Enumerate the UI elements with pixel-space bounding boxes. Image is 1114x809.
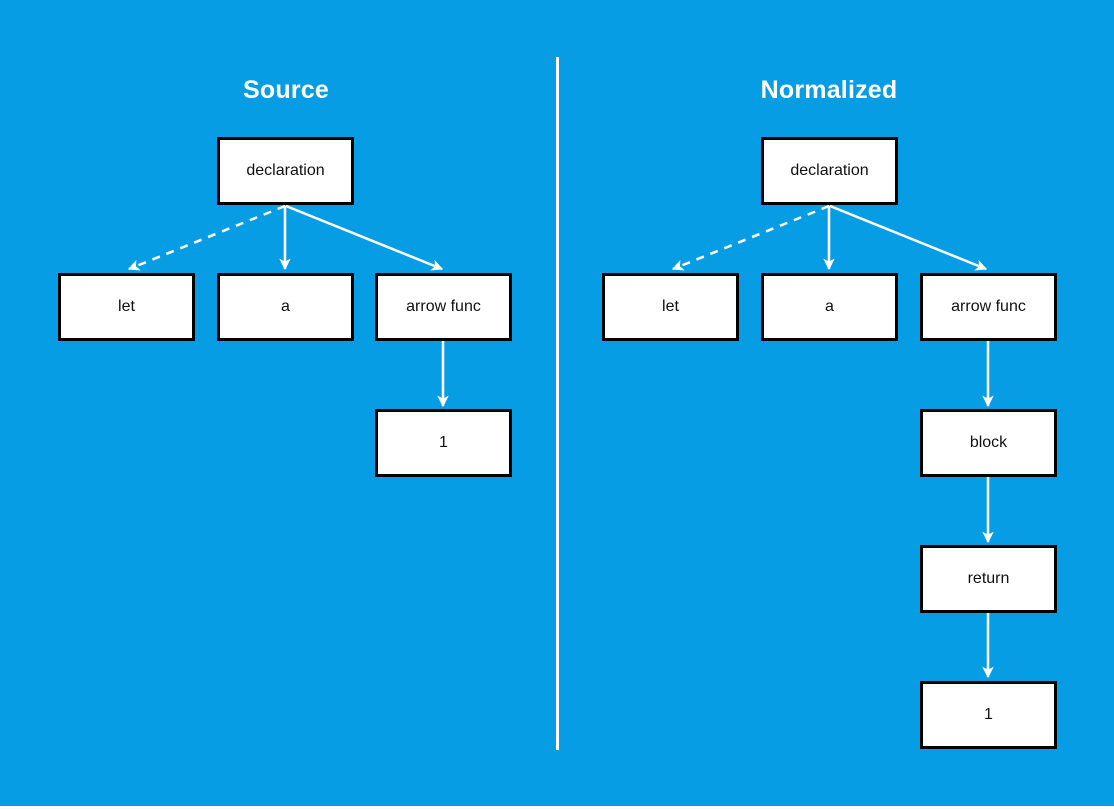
node-label: let bbox=[118, 298, 135, 315]
panel-divider bbox=[556, 57, 559, 750]
node-label: 1 bbox=[984, 706, 993, 723]
source-panel-title: Source bbox=[243, 76, 329, 104]
node-label: a bbox=[281, 298, 290, 315]
normalized-node-one: 1 bbox=[920, 681, 1057, 749]
normalized-node-return: return bbox=[920, 545, 1057, 613]
edge-source-declaration-let bbox=[127, 204, 286, 271]
source-node-arrow-func: arrow func bbox=[375, 273, 512, 341]
normalized-node-declaration: declaration bbox=[761, 137, 898, 205]
node-label: a bbox=[825, 298, 834, 315]
node-label: declaration bbox=[790, 162, 869, 179]
normalized-node-let: let bbox=[602, 273, 739, 341]
source-node-declaration: declaration bbox=[217, 137, 354, 205]
node-label: arrow func bbox=[951, 298, 1026, 315]
source-node-let: let bbox=[58, 273, 195, 341]
node-label: arrow func bbox=[406, 298, 481, 315]
node-label: block bbox=[969, 434, 1008, 451]
source-node-a: a bbox=[217, 273, 354, 341]
normalized-node-a: a bbox=[761, 273, 898, 341]
node-label: let bbox=[662, 298, 679, 315]
normalized-node-block: block bbox=[920, 409, 1057, 477]
node-label: return bbox=[967, 570, 1010, 587]
edge-normalized-declaration-let bbox=[671, 204, 830, 271]
node-label: declaration bbox=[246, 162, 325, 179]
source-node-one: 1 bbox=[375, 409, 512, 477]
node-label: 1 bbox=[439, 434, 448, 451]
edge-source-declaration-arrow-func bbox=[285, 204, 444, 271]
bottom-edge-strip bbox=[0, 806, 1114, 809]
edge-normalized-declaration-arrow-func bbox=[829, 204, 988, 271]
normalized-node-arrow-func: arrow func bbox=[920, 273, 1057, 341]
normalized-panel-title: Normalized bbox=[760, 76, 898, 104]
